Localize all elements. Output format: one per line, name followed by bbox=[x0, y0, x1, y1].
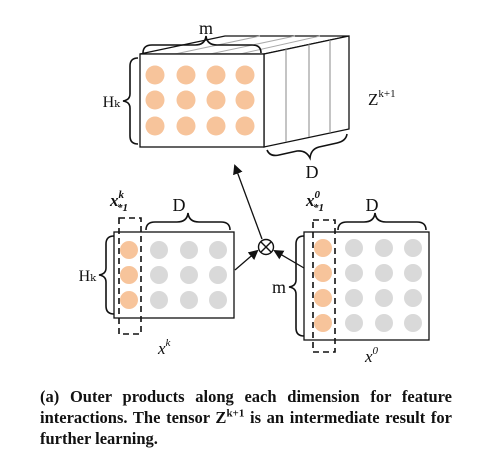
arrow-right-to-operator bbox=[273, 249, 305, 269]
right-width-label: D bbox=[366, 195, 379, 215]
right-column-dashed-box bbox=[312, 219, 336, 353]
tensor-name: Zk+1 bbox=[368, 88, 396, 109]
tensor-brace-m bbox=[142, 35, 262, 54]
arrow-operator-to-tensor bbox=[233, 164, 263, 240]
tensor-height-label: Hₖ bbox=[103, 94, 122, 111]
right-matrix-neutral-dots bbox=[345, 239, 422, 332]
tensor-width-label: m bbox=[199, 18, 213, 38]
tensor-z: m Hₖ D Zk+1 bbox=[103, 18, 396, 182]
left-brace-d bbox=[145, 212, 231, 231]
tensor-brace-hk bbox=[122, 57, 139, 145]
right-matrix-highlight-dots bbox=[314, 239, 332, 332]
left-height-label: Hₖ bbox=[79, 268, 98, 285]
right-height-label: m bbox=[272, 277, 286, 297]
outer-product-operator bbox=[257, 238, 275, 256]
right-matrix: x0*1 D m x0 bbox=[272, 189, 430, 366]
right-column-label: x0*1 bbox=[305, 189, 324, 214]
left-column-dashed-box bbox=[118, 217, 142, 335]
left-column-label: xk*1 bbox=[109, 189, 128, 214]
left-width-label: D bbox=[173, 195, 186, 215]
arrow-left-to-operator bbox=[234, 249, 259, 271]
tensor-brace-d bbox=[266, 133, 348, 161]
left-matrix-highlight-dots bbox=[120, 241, 138, 309]
right-brace-d bbox=[337, 212, 427, 231]
right-matrix-name: x0 bbox=[364, 345, 379, 366]
left-matrix: xk*1 D Hₖ xk bbox=[79, 189, 235, 358]
figure-caption: (a) Outer products along each dimension … bbox=[40, 387, 452, 448]
left-brace-hk bbox=[98, 235, 115, 315]
tensor-depth-label: D bbox=[306, 162, 319, 182]
left-matrix-neutral-dots bbox=[150, 241, 227, 309]
left-matrix-name: xk bbox=[157, 337, 172, 358]
diagram-canvas: m Hₖ D Zk+1 xk*1 D Hₖ xk bbox=[79, 18, 430, 366]
tensor-front-dots bbox=[145, 65, 255, 136]
right-brace-m bbox=[288, 235, 305, 337]
tensor-right-face bbox=[263, 35, 350, 148]
